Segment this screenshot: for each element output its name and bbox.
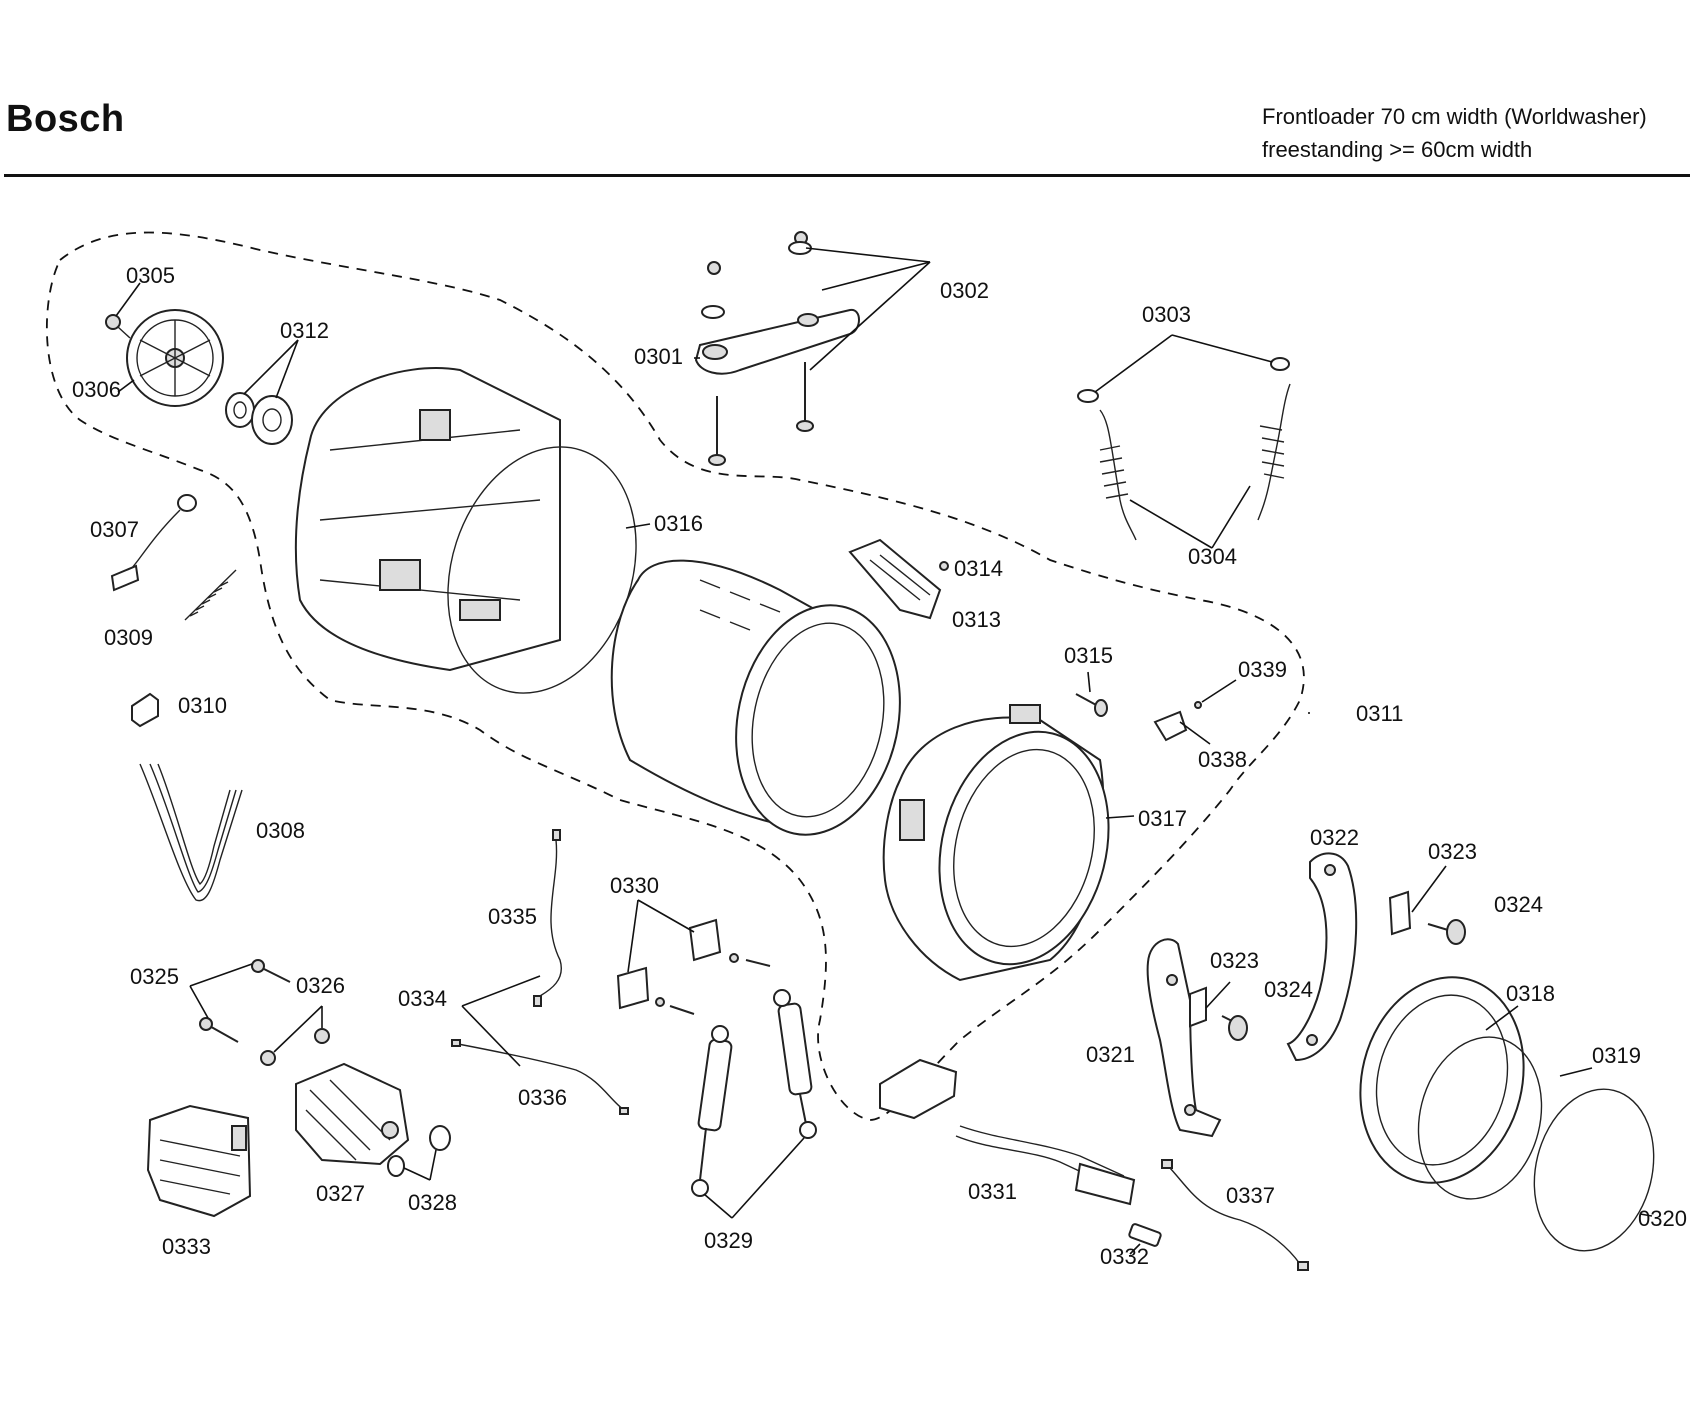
tub-support-pad-part (879, 1058, 958, 1120)
pulley-part (126, 309, 224, 407)
label-0317: 0317 (1138, 806, 1187, 831)
shock-absorber-parts (691, 989, 817, 1197)
screw-parts-0325 (199, 959, 291, 1043)
motor-bushing-parts-0328 (387, 1125, 451, 1177)
sensor-part-0332 (1128, 1223, 1162, 1247)
counterweight-part-0321 (1146, 938, 1222, 1138)
label-0318: 0318 (1506, 981, 1555, 1006)
label-0319: 0319 (1592, 1043, 1641, 1068)
bolt-part-0324-right (1427, 919, 1466, 945)
rear-tub-part (294, 367, 561, 672)
label-0322: 0322 (1310, 825, 1359, 850)
label-0323-right: 0323 (1428, 839, 1477, 864)
front-tub-part (882, 704, 1110, 982)
label-0314: 0314 (954, 556, 1003, 581)
label-0309: 0309 (104, 625, 153, 650)
label-0307: 0307 (90, 517, 139, 542)
control-module-part (146, 1104, 252, 1218)
plate-part-0323-left (1189, 986, 1207, 1028)
bearing-parts (225, 392, 293, 445)
label-0333: 0333 (162, 1234, 211, 1259)
label-0325: 0325 (130, 964, 179, 989)
wire-part-0336 (451, 1039, 629, 1115)
motor-part (295, 1062, 410, 1166)
label-0330: 0330 (610, 873, 659, 898)
label-0337: 0337 (1226, 1183, 1275, 1208)
spring-parts (1077, 357, 1291, 541)
clip-part-0338 (1153, 710, 1188, 742)
label-0315: 0315 (1064, 643, 1113, 668)
clamp-part-0310 (131, 692, 159, 728)
spring-part-0309 (184, 569, 237, 621)
label-0313: 0313 (952, 607, 1001, 632)
label-0316: 0316 (654, 511, 703, 536)
seal-clamp-part-0319 (1417, 1036, 1543, 1200)
label-0310: 0310 (178, 693, 227, 718)
hose-clip-part (110, 494, 197, 592)
label-0331: 0331 (968, 1179, 1017, 1204)
label-0323-left: 0323 (1210, 948, 1259, 973)
clamp-ring-part-0320 (1533, 1088, 1655, 1252)
tub-assembly-outline (45, 231, 1305, 1121)
label-0326: 0326 (296, 973, 345, 998)
label-0312: 0312 (280, 318, 329, 343)
label-0332: 0332 (1100, 1244, 1149, 1269)
label-0306: 0306 (72, 377, 121, 402)
model-category: freestanding >= 60cm width (1262, 137, 1533, 162)
label-0339: 0339 (1238, 657, 1287, 682)
label-0301: 0301 (634, 344, 683, 369)
model-description: Frontloader 70 cm width (Worldwasher) (1262, 104, 1647, 129)
drum-part (610, 559, 901, 836)
label-0338: 0338 (1198, 747, 1247, 772)
plate-part-0323-right (1388, 890, 1412, 936)
label-0324-left: 0324 (1264, 977, 1313, 1002)
label-0327: 0327 (316, 1181, 365, 1206)
wire-part-0335 (533, 829, 562, 1007)
label-0321: 0321 (1086, 1042, 1135, 1067)
nut-parts-0326 (260, 1028, 330, 1066)
damper-bracket-parts-0330 (616, 918, 771, 1015)
label-0336: 0336 (518, 1085, 567, 1110)
washer-parts-0302 (701, 231, 812, 319)
header-rule (4, 174, 1690, 177)
bracket-part (694, 308, 860, 375)
label-0329: 0329 (704, 1228, 753, 1253)
label-0304: 0304 (1188, 544, 1237, 569)
screw-part-0305 (105, 314, 131, 339)
bolt-part-0324-left (1221, 1015, 1248, 1041)
label-0334: 0334 (398, 986, 447, 1011)
label-0328: 0328 (408, 1190, 457, 1215)
bolt-part-0315 (1075, 693, 1108, 717)
door-seal-part (1359, 976, 1525, 1184)
brand-title: Bosch (6, 98, 125, 140)
bolt-parts-0302 (708, 362, 814, 466)
wire-part-0337 (1161, 1159, 1309, 1271)
heater-part-0331 (955, 1125, 1136, 1206)
label-0305: 0305 (126, 263, 175, 288)
label-0335: 0335 (488, 904, 537, 929)
label-0320: 0320 (1638, 1206, 1687, 1231)
drive-belt-part (139, 763, 243, 902)
label-0302: 0302 (940, 278, 989, 303)
screw-part-0339 (1194, 701, 1202, 709)
label-0311: 0311 (1356, 701, 1403, 726)
label-0308: 0308 (256, 818, 305, 843)
label-0324-right: 0324 (1494, 892, 1543, 917)
label-0303: 0303 (1142, 302, 1191, 327)
drum-lifter-part (848, 538, 949, 620)
counterweight-part-0322 (1286, 852, 1358, 1062)
